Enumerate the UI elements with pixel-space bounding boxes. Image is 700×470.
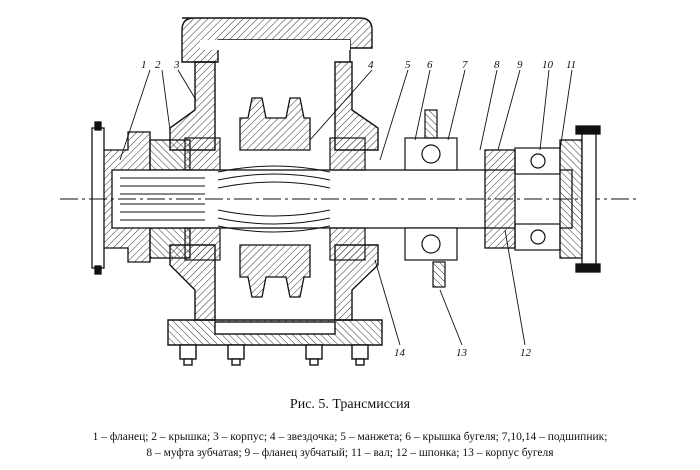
callout-6: 6 <box>427 59 433 71</box>
callout-9: 9 <box>517 59 523 71</box>
callout-1: 1 <box>141 59 147 71</box>
leader-lines <box>119 69 573 346</box>
transmission-drawing: 1 2 3 4 5 6 7 8 9 10 11 12 13 14 <box>60 17 640 366</box>
callout-4: 4 <box>368 59 374 71</box>
main-shaft <box>60 165 640 233</box>
callout-10: 10 <box>542 59 554 71</box>
callout-12: 12 <box>520 347 532 359</box>
bearings <box>184 109 561 288</box>
callout-5: 5 <box>405 59 411 71</box>
callout-7: 7 <box>462 59 468 71</box>
callout-8: 8 <box>494 59 500 71</box>
callout-14: 14 <box>394 347 406 359</box>
sprocket <box>239 97 311 298</box>
gear-coupling <box>484 125 601 273</box>
callout-numbers: 1 2 3 4 5 6 7 8 9 10 11 12 13 14 <box>141 59 576 359</box>
callout-13: 13 <box>456 347 468 359</box>
figure-caption: Рис. 5. Трансмиссия <box>289 397 411 412</box>
callout-2: 2 <box>155 59 161 71</box>
figure-legend-line-2: 8 – муфта зубчатая; 9 – фланец зубчатый;… <box>146 447 554 459</box>
housing <box>167 17 383 366</box>
callout-11: 11 <box>566 59 576 71</box>
callout-3: 3 <box>173 59 180 71</box>
figure-legend-line-1: 1 – фланец; 2 – крышка; 3 – корпус; 4 – … <box>92 431 608 443</box>
